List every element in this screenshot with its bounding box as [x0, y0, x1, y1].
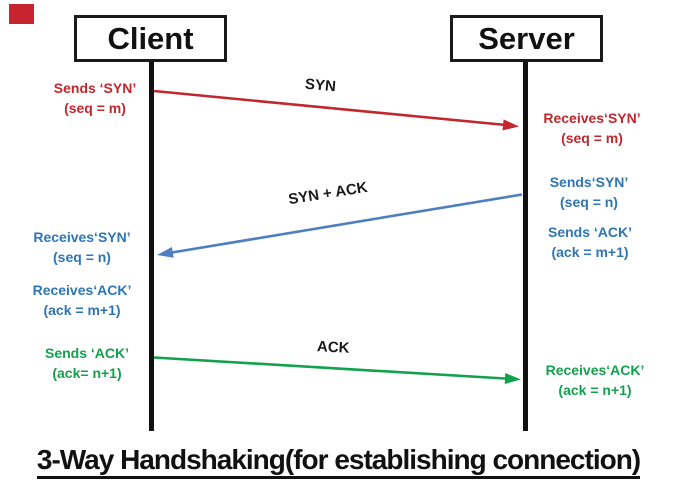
- annotation-line: (ack = n+1): [558, 381, 632, 398]
- annotation-line: (seq = n): [560, 193, 618, 210]
- server-sends-ack-annotation: Sends ‘ACK’ (ack = m+1): [515, 223, 665, 262]
- diagram-title: 3-Way Handshaking(for establishing conne…: [0, 444, 677, 479]
- ack-arrow-line: [153, 356, 506, 380]
- syn-arrow-line: [153, 89, 507, 127]
- annotation-line: Sends‘SYN’: [549, 174, 629, 190]
- annotation-line: Receives‘SYN’: [33, 229, 131, 245]
- annotation-line: (seq = m): [64, 99, 126, 116]
- client-receives-syn-annotation: Receives‘SYN’ (seq = n): [7, 228, 157, 267]
- server-sends-syn-annotation: Sends‘SYN’ (seq = n): [514, 173, 664, 212]
- server-actor-box: Server: [450, 15, 603, 62]
- client-receives-ack-annotation: Receives‘ACK’ (ack = m+1): [7, 281, 157, 320]
- annotation-line: (seq = n): [53, 248, 111, 265]
- syn-ack-message-label: SYN + ACK: [287, 178, 369, 209]
- server-label: Server: [478, 20, 575, 56]
- annotation-line: (seq = m): [561, 129, 623, 146]
- client-sends-syn-annotation: Sends ‘SYN’ (seq = m): [20, 79, 170, 118]
- annotation-line: Receives‘SYN’: [543, 110, 641, 126]
- ack-message-label: ACK: [316, 338, 350, 357]
- diagram-title-text: 3-Way Handshaking(for establishing conne…: [36, 444, 641, 479]
- annotation-line: Receives‘ACK’: [545, 362, 645, 378]
- red-rectangle-marker: [9, 4, 34, 24]
- syn-message-label: SYN: [304, 75, 337, 96]
- annotation-line: (ack = m+1): [551, 243, 629, 260]
- client-actor-box: Client: [74, 15, 227, 62]
- annotation-line: Receives‘ACK’: [32, 282, 132, 298]
- annotation-line: Sends ‘SYN’: [53, 80, 137, 96]
- client-label: Client: [107, 20, 194, 56]
- client-lifeline: [149, 62, 154, 431]
- syn-ack-arrowhead: [157, 247, 174, 258]
- syn-ack-arrow-line: [171, 193, 523, 254]
- annotation-line: (ack= n+1): [52, 364, 122, 381]
- ack-arrowhead: [504, 373, 521, 384]
- annotation-line: (ack = m+1): [43, 301, 121, 318]
- annotation-line: Sends ‘ACK’: [44, 345, 129, 361]
- server-receives-syn-annotation: Receives‘SYN’ (seq = m): [517, 109, 667, 148]
- server-receives-ack-annotation: Receives‘ACK’ (ack = n+1): [520, 361, 670, 400]
- server-lifeline: [523, 62, 528, 431]
- annotation-line: Sends ‘ACK’: [547, 224, 632, 240]
- client-sends-ack-annotation: Sends ‘ACK’ (ack= n+1): [12, 344, 162, 383]
